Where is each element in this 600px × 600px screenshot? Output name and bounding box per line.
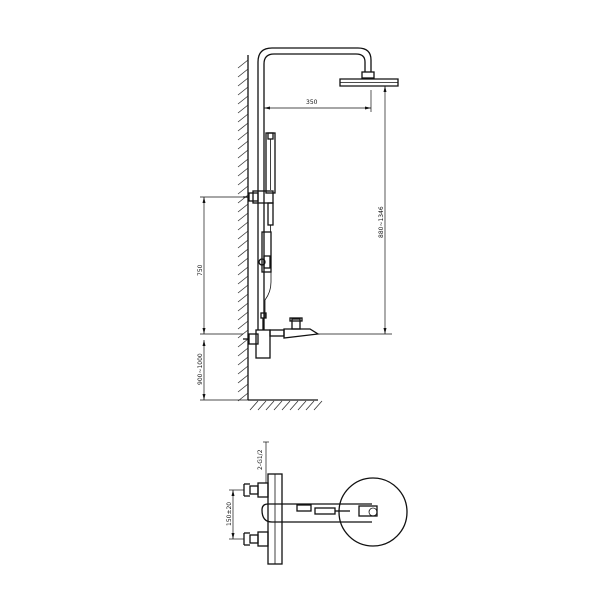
- wall-hatch-line: [237, 86, 249, 96]
- dim-arm-reach-label: 350: [306, 99, 318, 106]
- wall-hatch-line: [237, 302, 249, 312]
- floor-hatch-line: [305, 400, 315, 411]
- wall-hatch-line: [237, 338, 249, 348]
- plan-view: 2-G1/2 150±20: [226, 441, 408, 565]
- wall-hatch-line: [237, 59, 249, 69]
- wall-hatch-line: [237, 167, 249, 177]
- wall-hatch-line: [237, 95, 249, 105]
- wall-hatch-line: [237, 185, 249, 195]
- overhead-shower: [339, 71, 399, 87]
- dim-valve-spacing-label: 750: [197, 264, 204, 276]
- floor-hatching: [249, 400, 323, 411]
- wall-hatch-line: [237, 212, 249, 222]
- wall-hatch-line: [237, 320, 249, 330]
- upper-wall-bracket: [243, 190, 274, 204]
- arm-plan: [261, 503, 378, 523]
- wall-hatch-line: [237, 365, 249, 375]
- floor-hatch-line: [273, 400, 283, 411]
- inlet-connector-bottom: [243, 531, 269, 547]
- wall-hatch-line: [237, 77, 249, 87]
- wall-hatch-line: [237, 113, 249, 123]
- dim-inlet-spacing-label: 150±20: [226, 502, 233, 526]
- wall-hatch-line: [237, 194, 249, 204]
- floor-hatch-line: [281, 400, 291, 411]
- wall-hatch-line: [237, 347, 249, 357]
- floor: [248, 399, 323, 411]
- wall-hatch-line: [237, 131, 249, 141]
- dim-valve-height-label: 900~1000: [197, 353, 204, 385]
- wall-hatch-line: [237, 221, 249, 231]
- wall-hatch-line: [237, 158, 249, 168]
- wall-hatch-line: [237, 248, 249, 258]
- floor-hatch-line: [249, 400, 259, 411]
- wall-hatch-line: [237, 176, 249, 186]
- wall-hatch-line: [237, 104, 249, 114]
- dim-inlet-thread: 2-G1/2: [257, 441, 269, 483]
- wall-hatch-line: [237, 284, 249, 294]
- hand-shower: [265, 132, 276, 232]
- dim-head-height: 880~1346: [318, 85, 392, 335]
- wall-hatch-line: [237, 140, 249, 150]
- floor-hatch-line: [297, 400, 307, 411]
- dim-valve-height: 900~1000: [197, 340, 248, 401]
- wall-hatching: [237, 59, 249, 402]
- floor-hatch-line: [257, 400, 267, 411]
- riser-pipe-inner: [263, 53, 366, 108]
- wall-hatch-line: [237, 239, 249, 249]
- dim-inlet-thread-label: 2-G1/2: [257, 449, 264, 470]
- wall-hatch-line: [237, 266, 249, 276]
- wall-hatch-line: [237, 68, 249, 78]
- wall-hatch-line: [237, 383, 249, 393]
- wall-hatch-line: [237, 293, 249, 303]
- wall-hatch-line: [237, 374, 249, 384]
- inlet-connector-top: [243, 482, 269, 498]
- wall-hatch-line: [237, 149, 249, 159]
- shower-hose: [264, 272, 272, 318]
- mixer-valve: [243, 312, 320, 359]
- wall-hatch-line: [237, 275, 249, 285]
- wall: [237, 55, 249, 402]
- dim-head-height-label: 880~1346: [378, 206, 385, 238]
- dim-valve-spacing: 750: [197, 196, 243, 335]
- wall-hatch-line: [237, 230, 249, 240]
- wall-hatch-line: [237, 257, 249, 267]
- floor-hatch-line: [289, 400, 299, 411]
- round-shower-head: [338, 477, 408, 547]
- riser-pipe: [257, 47, 372, 108]
- dim-inlet-spacing: 150±20: [226, 489, 244, 540]
- dim-arm-reach: 350: [264, 90, 372, 112]
- wall-hatch-line: [237, 203, 249, 213]
- slide-bar-holder: [258, 231, 272, 273]
- wall-hatch-line: [237, 356, 249, 366]
- floor-hatch-line: [265, 400, 275, 411]
- side-elevation: 350 880~1346 750 900~1000: [197, 47, 399, 411]
- wall-hatch-line: [237, 311, 249, 321]
- floor-hatch-line: [313, 400, 323, 411]
- wall-hatch-line: [237, 122, 249, 132]
